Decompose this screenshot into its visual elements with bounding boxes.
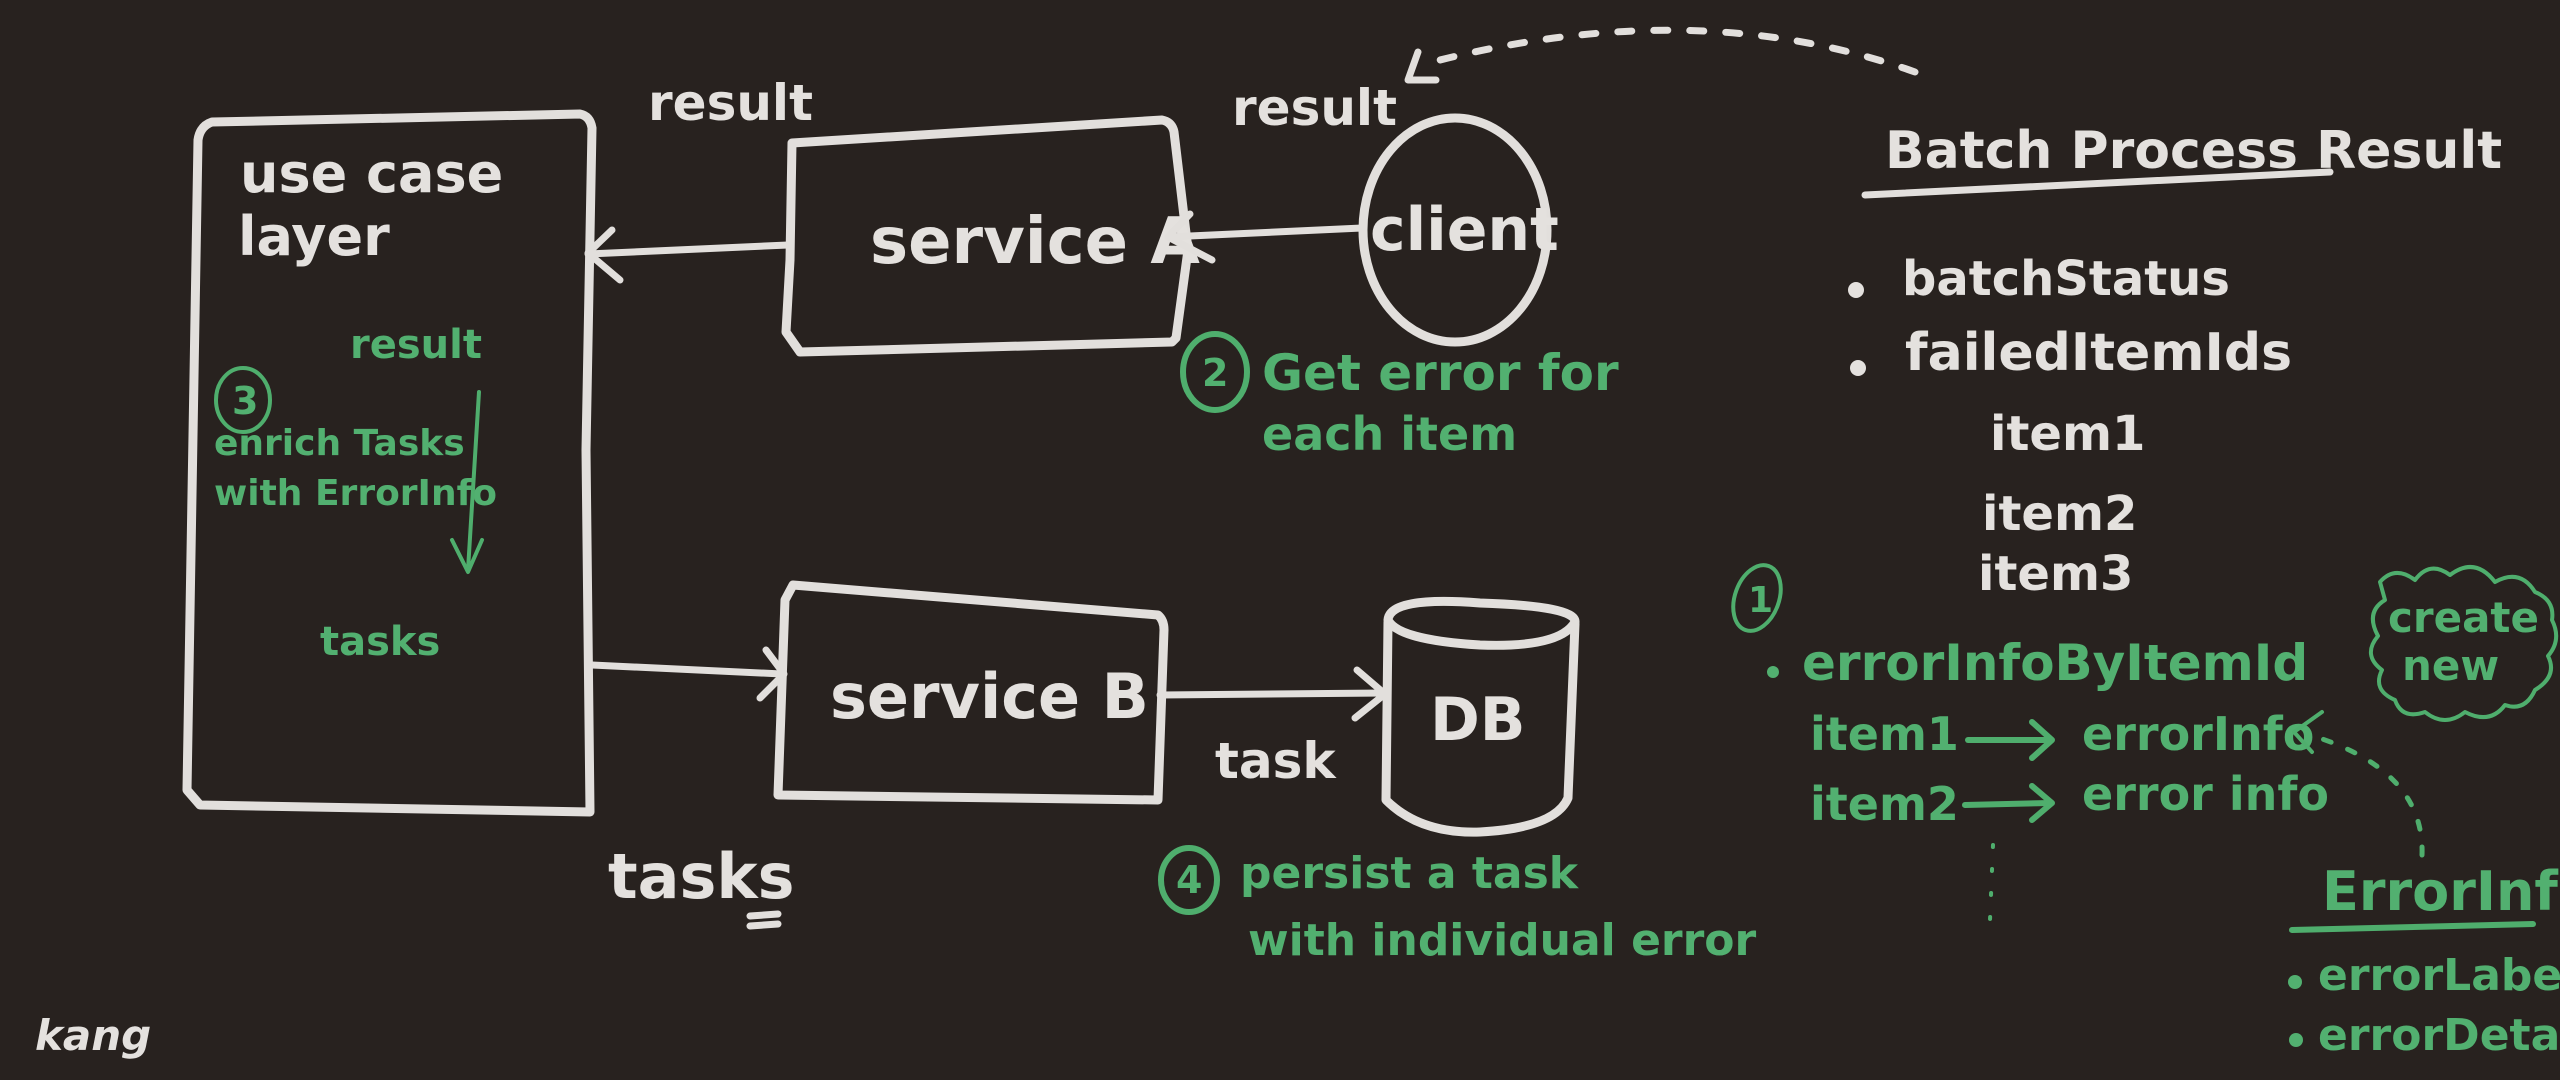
inner-tasks-label: tasks xyxy=(320,619,440,665)
edge-label-result-2: result xyxy=(1232,79,1397,137)
map-arrow-icon xyxy=(1965,719,2055,761)
bullet-icon xyxy=(1850,360,1866,376)
step4-annotation: 4 persist a task with individual error xyxy=(1158,845,1757,966)
db-cylinder-top xyxy=(1383,596,1580,650)
enrich-down-arrow xyxy=(450,390,484,574)
field-failed-item-ids: failedItemIds xyxy=(1905,323,2292,383)
arrow-service-a-to-use-case xyxy=(584,226,792,284)
service-a-label: service A xyxy=(870,205,1200,279)
bullet-icon xyxy=(1848,282,1864,298)
error-map-field: errorInfoByItemId xyxy=(1802,634,2308,692)
service-b-box xyxy=(773,580,1169,805)
step3-number: 3 xyxy=(232,379,258,423)
error-info-by-item-id-group: 1 errorInfoByItemId item1 errorInfo item… xyxy=(1731,563,2329,922)
arrow-use-case-to-service-b xyxy=(588,646,788,702)
service-a-box xyxy=(781,115,1193,357)
step4-number: 4 xyxy=(1176,858,1202,902)
use-case-title-line1: use case xyxy=(240,142,503,205)
service-b-node: service B xyxy=(773,580,1169,805)
step2-circle xyxy=(1180,331,1250,413)
error-info-underline xyxy=(2289,921,2536,933)
client-node: client xyxy=(1358,113,1559,347)
db-node: DB xyxy=(1381,596,1580,837)
step4-line2: with individual error xyxy=(1248,915,1757,966)
arrow-service-b-to-db xyxy=(1156,666,1389,722)
inner-result-label: result xyxy=(350,322,482,368)
db-label: DB xyxy=(1430,685,1526,755)
error-info-field: errorDetails xyxy=(2318,1010,2560,1061)
step2-line1: Get error for xyxy=(1262,344,1619,402)
step3-badge: 3 xyxy=(214,366,272,434)
error-map-key: item2 xyxy=(1810,777,1959,831)
db-cylinder-body xyxy=(1381,617,1580,837)
step2-number: 2 xyxy=(1202,351,1228,395)
error-map-value: errorInfo xyxy=(2082,707,2314,761)
batch-process-result-panel: Batch Process Result batchStatus failedI… xyxy=(1848,121,2502,602)
error-map-value: error info xyxy=(2082,767,2329,821)
step2-line2: each item xyxy=(1262,407,1517,461)
step3-line2: with ErrorInfo xyxy=(214,473,497,514)
use-case-box-outline xyxy=(182,109,597,817)
bullet-icon xyxy=(2289,1033,2303,1047)
step4-line1: persist a task xyxy=(1240,848,1580,899)
edge-label-task: task xyxy=(1215,732,1337,790)
bullet-icon xyxy=(1767,666,1779,678)
field-batch-status: batchStatus xyxy=(1902,251,2230,307)
failed-item: item2 xyxy=(1982,486,2137,542)
batch-result-underline xyxy=(1861,168,2334,199)
burst-outline xyxy=(2369,565,2559,722)
tasks-bottom-label-group: tasks xyxy=(608,840,795,930)
step1-circle xyxy=(1731,563,1783,633)
error-info-panel: ErrorInfo errorLabel errorDetails xyxy=(2288,860,2560,1061)
client-label: client xyxy=(1370,195,1559,265)
author-signature: kang xyxy=(35,1011,151,1060)
step2-annotation: 2 Get error for each item xyxy=(1180,331,1619,461)
map-arrow-icon xyxy=(1962,783,2055,823)
error-info-field: errorLabel xyxy=(2318,950,2560,1001)
service-a-node: service A xyxy=(781,115,1200,357)
error-info-title: ErrorInfo xyxy=(2322,860,2560,923)
service-b-label: service B xyxy=(830,660,1149,733)
step1-number: 1 xyxy=(1748,580,1773,621)
step4-circle xyxy=(1158,845,1220,915)
create-new-line1: create xyxy=(2388,593,2539,642)
failed-item: item3 xyxy=(1978,546,2133,602)
arrow-client-to-service-a xyxy=(1164,210,1366,264)
use-case-layer-box: use case layer result 3 enrich Tasks wit… xyxy=(182,109,597,817)
edge-label-tasks: tasks xyxy=(608,840,795,913)
create-new-burst: create new xyxy=(2369,565,2559,722)
create-new-line2: new xyxy=(2402,641,2499,690)
use-case-title-line2: layer xyxy=(238,205,390,268)
bullet-icon xyxy=(2288,975,2302,989)
step3-circle xyxy=(214,366,272,434)
ellipsis-dotted-line xyxy=(1988,843,1995,922)
error-map-key: item1 xyxy=(1810,707,1959,761)
edge-label-result-1: result xyxy=(648,74,813,132)
dashed-arrow-batch-result-to-client xyxy=(1404,26,1919,84)
dotted-arrow-errorinfo-to-map xyxy=(2292,710,2425,858)
batch-result-title: Batch Process Result xyxy=(1885,121,2502,181)
failed-item: item1 xyxy=(1990,406,2145,462)
step3-line1: enrich Tasks xyxy=(214,423,465,464)
